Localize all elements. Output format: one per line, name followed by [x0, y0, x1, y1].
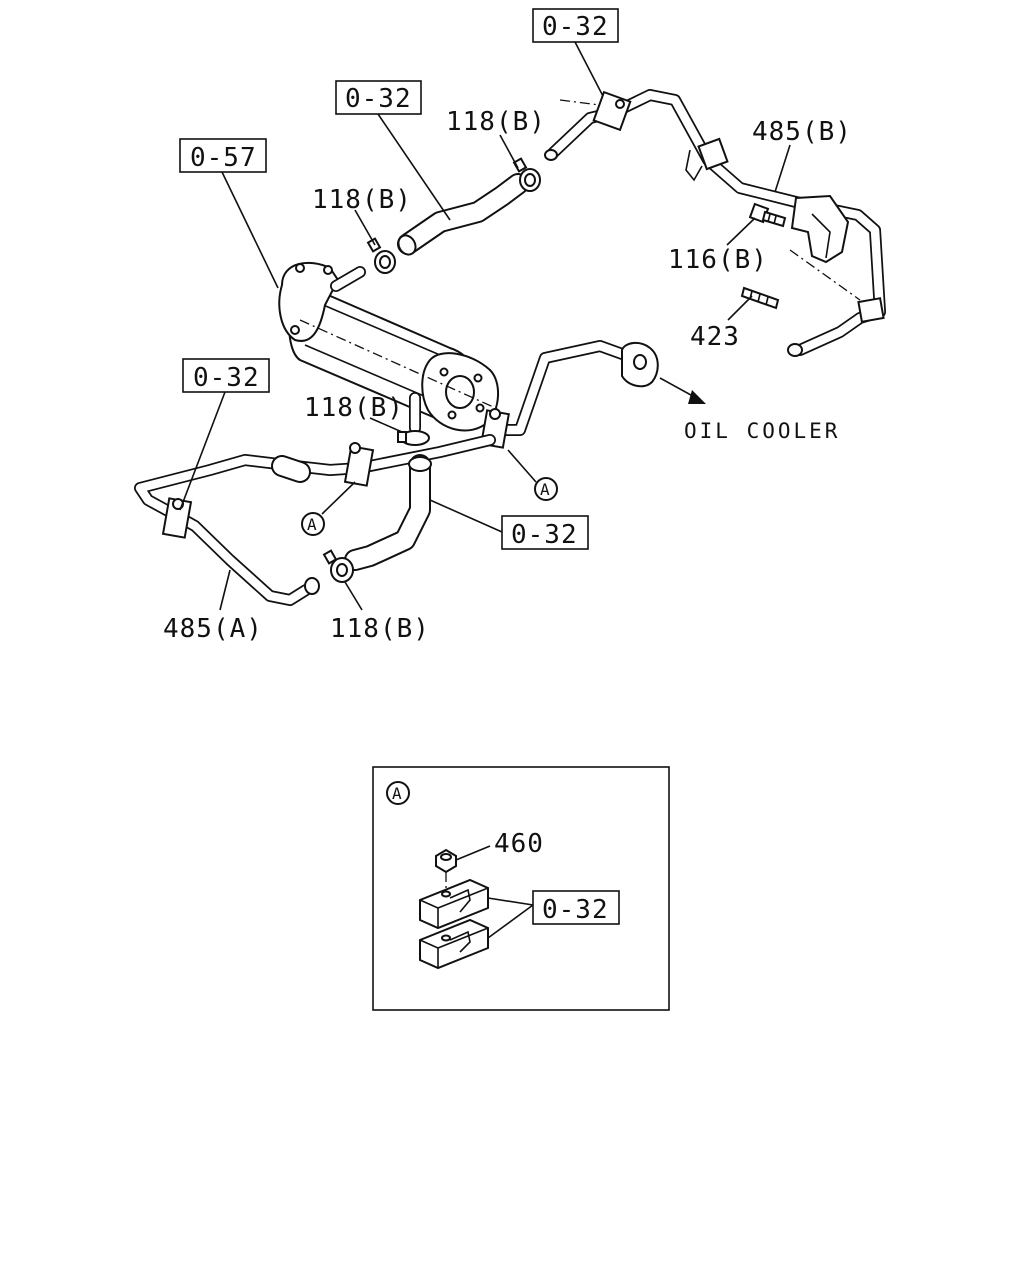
label-485a: 485(A)	[163, 614, 263, 644]
callout-hose-upper-ref: 0-32	[335, 80, 451, 221]
label-clamp-middle: 118(B)	[304, 393, 404, 423]
clamp-block-upper	[419, 878, 489, 930]
hose-upper	[397, 173, 529, 256]
marker-a2-circle	[301, 512, 325, 536]
marker-a1-text: A	[540, 480, 550, 499]
marker-a2-text: A	[307, 515, 317, 534]
leader-485b	[774, 144, 791, 193]
detail-a-panel: A 460 0-32	[372, 766, 670, 1011]
stud-423	[740, 286, 780, 310]
leader-423	[727, 295, 753, 321]
nut-460	[435, 848, 457, 874]
callout-hose-upper-ref-text: 0-32	[345, 84, 412, 114]
label-oil-cooler: OIL COOLER	[684, 419, 840, 443]
callout-detail-ref-text: 0-32	[542, 895, 609, 925]
callout-hose-lower-ref-text: 0-32	[511, 520, 578, 550]
label-485b: 485(B)	[752, 117, 852, 147]
marker-a1-circle	[534, 477, 558, 501]
label-116b: 116(B)	[668, 245, 768, 275]
label-460: 460	[494, 829, 544, 859]
label-clamp-lower: 118(B)	[330, 614, 430, 644]
leader-detail-upper	[487, 897, 534, 906]
clamp-upper-left	[366, 237, 396, 274]
leader-detail-lower	[487, 904, 534, 939]
pipe-485a	[134, 434, 496, 606]
cooler-body	[278, 261, 499, 434]
clamp-middle	[397, 430, 430, 446]
leader-clamp-middle	[369, 417, 403, 433]
hose-lower	[344, 454, 432, 571]
detail-marker-circle	[386, 781, 410, 805]
label-clamp-upper-right: 118(B)	[446, 107, 546, 137]
centerline-right	[789, 249, 861, 301]
pipe-oil-cooler	[480, 340, 706, 449]
label-423: 423	[690, 322, 740, 352]
clamp-block-lower	[419, 918, 489, 970]
leader-clamp-lower	[344, 581, 363, 611]
centerline-cooler	[299, 319, 501, 411]
callout-left-ref-text: 0-32	[193, 363, 260, 393]
callout-left-ref: 0-32	[179, 358, 270, 511]
clamp-lower	[322, 549, 354, 583]
bolt-116b	[748, 202, 787, 228]
leader-clamp-upper-right	[499, 134, 519, 169]
label-clamp-upper-left: 118(B)	[312, 185, 412, 215]
pipe-485b	[544, 89, 886, 357]
leader-460	[455, 845, 491, 861]
callout-top-ref: 0-32	[532, 8, 619, 101]
callout-cooler-ref-text: 0-57	[190, 143, 257, 173]
callout-top-ref-text: 0-32	[542, 12, 609, 42]
callout-cooler-ref: 0-57	[179, 138, 279, 289]
leader-116b	[726, 217, 756, 246]
detail-marker-text: A	[392, 784, 402, 803]
centerline-top	[559, 99, 601, 106]
leader-marker-a1	[507, 449, 537, 483]
callout-hose-lower-ref: 0-32	[429, 499, 589, 550]
leader-485a	[219, 569, 231, 611]
leader-clamp-upper-left	[354, 209, 376, 246]
clamp-upper-right	[512, 157, 541, 192]
leader-marker-a2	[321, 481, 356, 515]
